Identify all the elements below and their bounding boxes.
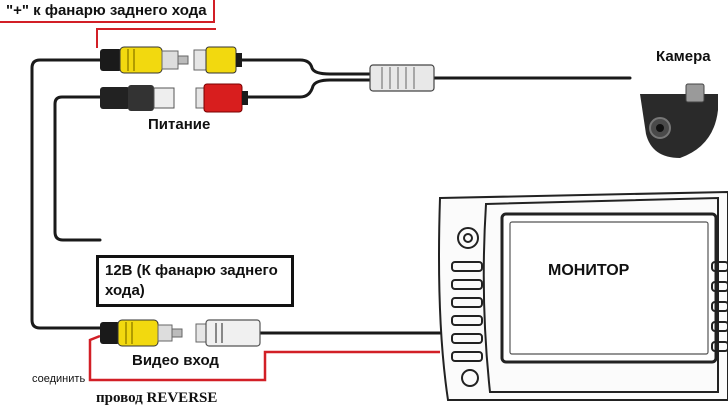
power-label: Питание bbox=[148, 116, 211, 133]
plus-reverse-light-label: "+" к фанарю заднего хода bbox=[0, 0, 215, 23]
yellow-rca-connector-bottom bbox=[100, 319, 183, 347]
cable-junction bbox=[369, 64, 435, 92]
connect-label: соединить bbox=[32, 373, 86, 385]
black-rca-connector bbox=[100, 85, 175, 111]
plus-label-leader-h bbox=[96, 28, 216, 30]
black-wires bbox=[30, 58, 632, 335]
plus-label-leader bbox=[96, 28, 98, 48]
yellow-rca-socket bbox=[193, 46, 242, 74]
reverse-wire bbox=[88, 334, 440, 382]
video-input-label: Видео вход bbox=[132, 352, 219, 369]
reverse-wire-label: провод REVERSE bbox=[96, 390, 218, 406]
yellow-rca-connector bbox=[100, 46, 189, 74]
camera-video-wire bbox=[236, 58, 374, 76]
twelve-volt-label: 12В (К фанарю заднего хода) bbox=[96, 255, 294, 307]
white-rca-connector bbox=[195, 319, 261, 347]
plus-reverse-light-text: "+" к фанарю заднего хода bbox=[6, 2, 207, 19]
camera-power-wire bbox=[240, 78, 374, 99]
car-monitor bbox=[438, 190, 728, 401]
video-cable-wire bbox=[30, 58, 102, 330]
power-cable-wire bbox=[53, 95, 102, 242]
red-rca-connector bbox=[195, 83, 248, 113]
camera-label: Камера bbox=[656, 48, 711, 65]
rear-camera bbox=[640, 83, 718, 158]
twelve-volt-text: 12В (К фанарю заднего хода) bbox=[105, 262, 278, 299]
monitor-label: МОНИТОР bbox=[548, 262, 630, 279]
